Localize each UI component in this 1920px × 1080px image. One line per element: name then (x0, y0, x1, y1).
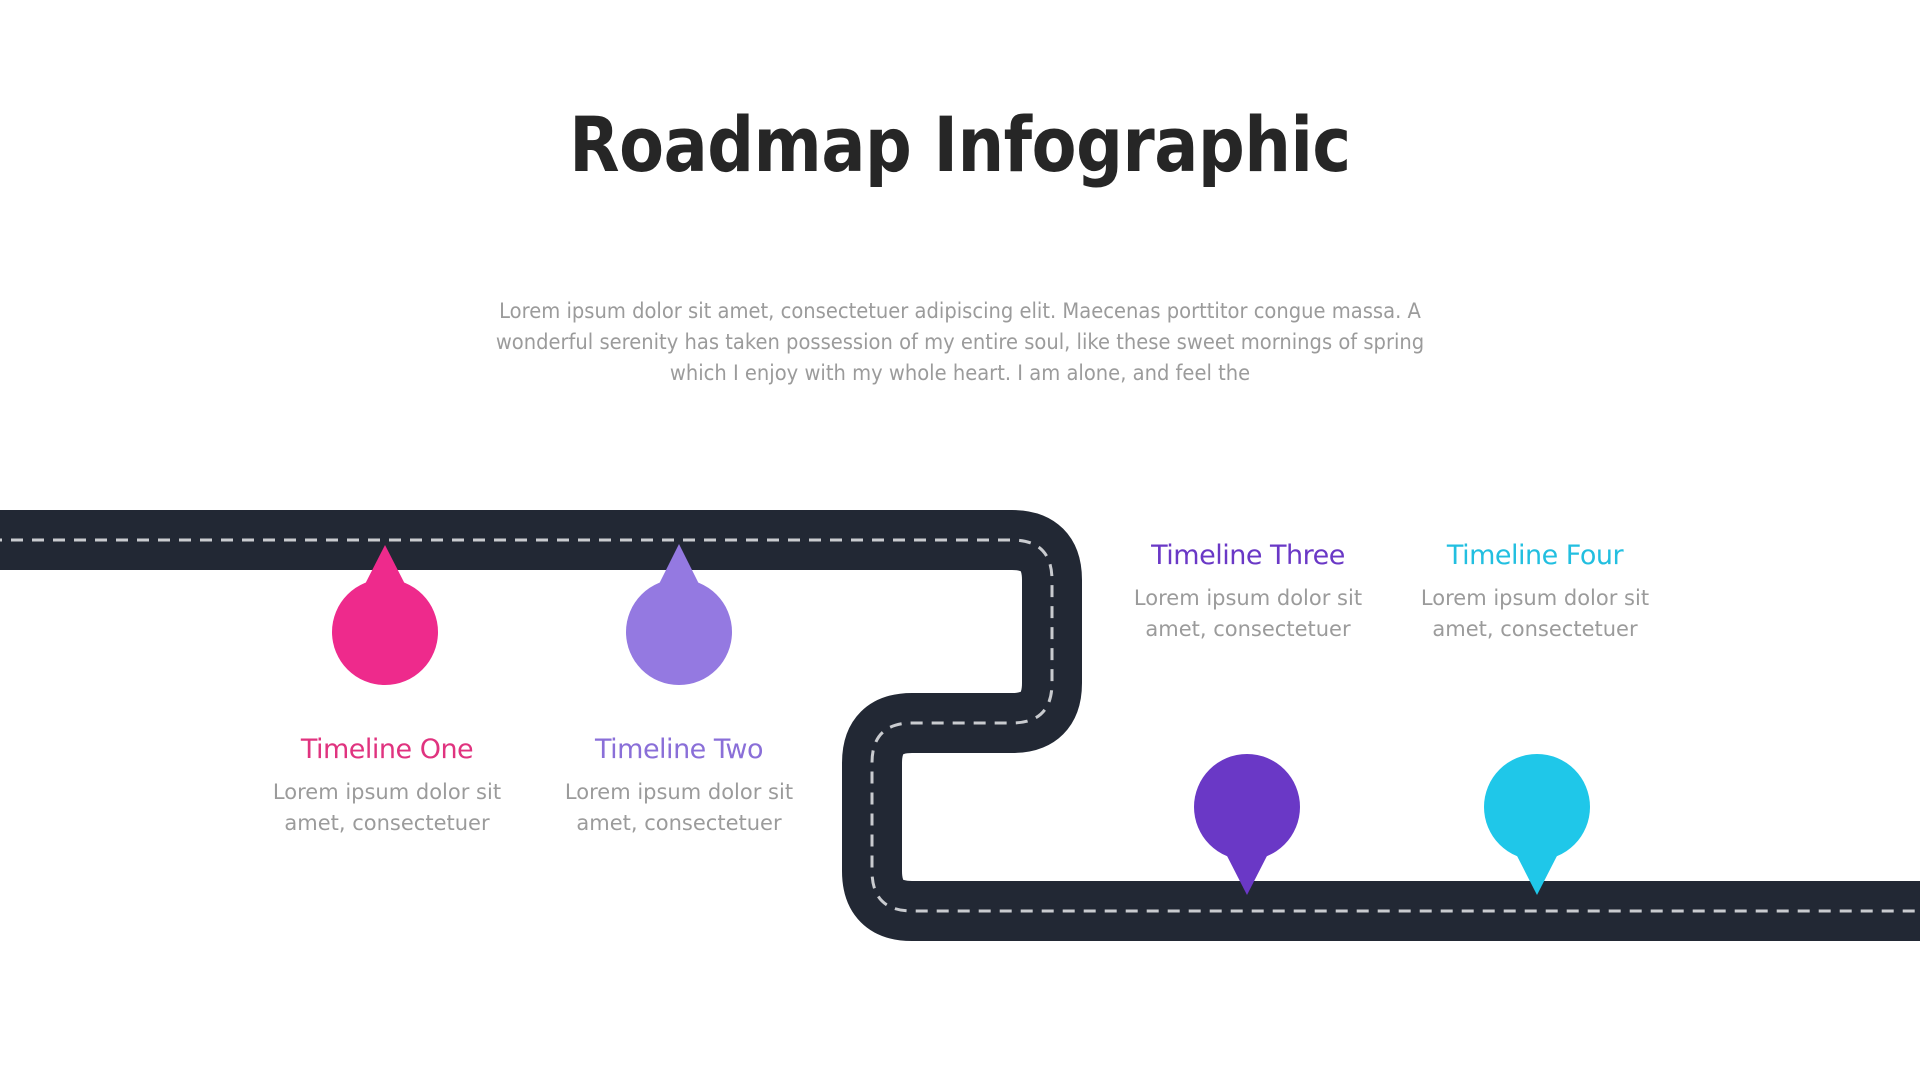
milestone-timeline-one: Timeline One Lorem ipsum dolor sit amet,… (257, 733, 517, 839)
map-pin-icon (1484, 754, 1590, 895)
map-pin-icon (626, 544, 732, 685)
page-title: Roadmap Infographic (569, 100, 1351, 189)
milestone-timeline-four: Timeline Four Lorem ipsum dolor sit amet… (1405, 539, 1665, 645)
milestone-title: Timeline One (300, 734, 474, 765)
map-pin-icon (1194, 754, 1300, 895)
milestone-title: Timeline Four (1446, 540, 1624, 571)
milestone-body: Lorem ipsum dolor sit amet, consectetuer (564, 780, 794, 835)
milestone-timeline-three: Timeline Three Lorem ipsum dolor sit ame… (1118, 539, 1378, 645)
milestone-title: Timeline Three (1151, 540, 1345, 571)
milestone-title: Timeline Two (594, 734, 764, 765)
milestone-body: Lorem ipsum dolor sit amet, consectetuer (1133, 586, 1363, 641)
milestone-body: Lorem ipsum dolor sit amet, consectetuer (272, 780, 502, 835)
milestone-body: Lorem ipsum dolor sit amet, consectetuer (1420, 586, 1650, 641)
road-center-dashes (0, 538, 1920, 913)
map-pin-icon (332, 545, 438, 685)
intro-paragraph: Lorem ipsum dolor sit amet, consectetuer… (495, 299, 1425, 385)
milestone-timeline-two: Timeline Two Lorem ipsum dolor sit amet,… (549, 733, 809, 839)
